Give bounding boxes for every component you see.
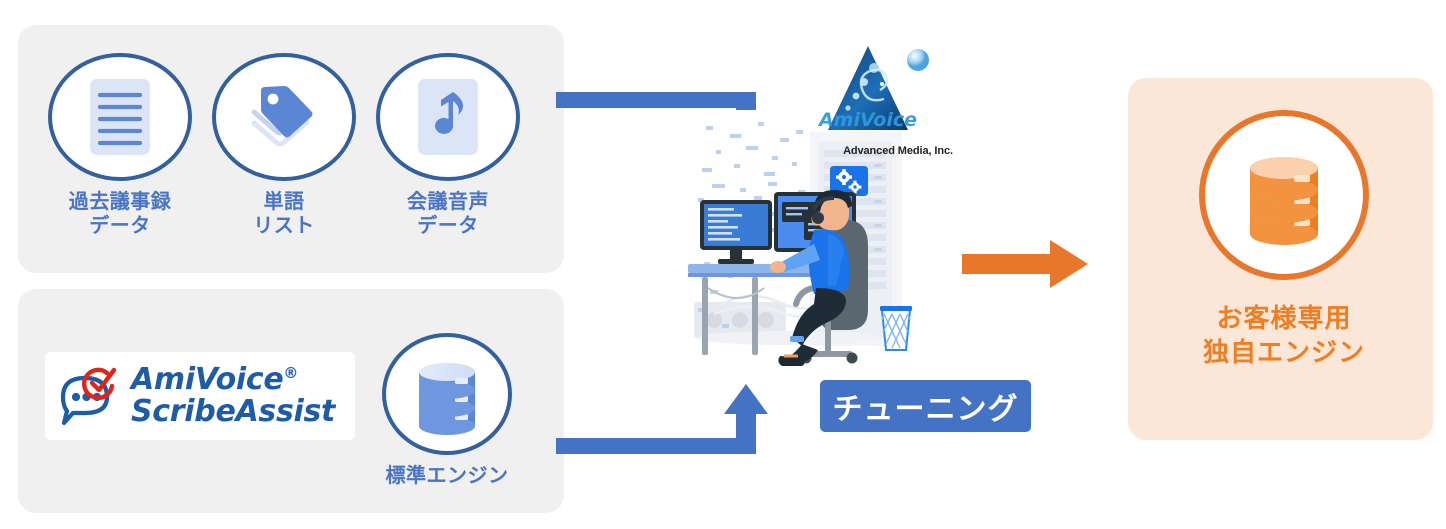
tuning-badge[interactable]: チューニング (820, 380, 1031, 432)
company-name-label: Advanced Media, Inc. (843, 145, 953, 157)
music-note-card-icon (418, 79, 478, 155)
input-tile-circle (376, 53, 520, 181)
arrow-tuning-to-output (962, 240, 1088, 288)
gear-speech-bubble (830, 166, 868, 208)
logo-line-2: ScribeAssist (131, 394, 336, 429)
input-tile-label: 過去議事録 データ (68, 191, 172, 237)
input-tile-circle (212, 53, 356, 181)
database-icon (419, 363, 475, 435)
input-tile-label: 会議音声 データ (407, 191, 489, 237)
speech-bubble-check-icon (60, 367, 117, 426)
input-tile-label: 単語 リスト (253, 191, 315, 237)
standard-engine-tile[interactable]: 標準エンジン (382, 333, 512, 489)
standard-engine-circle (382, 333, 512, 455)
svg-text:AmiVoice: AmiVoice (817, 109, 917, 131)
tag-stack-icon (251, 86, 313, 147)
logo-line-1: AmiVoice (131, 362, 284, 398)
input-tile-past-minutes[interactable]: 過去議事録 データ (48, 53, 192, 238)
input-tile-meeting-audio[interactable]: 会議音声 データ (376, 53, 520, 238)
amivoice-scribeassist-wordmark: AmiVoice® ScribeAssist (131, 364, 335, 428)
mesh-wastebasket (880, 306, 912, 351)
registered-mark: ® (283, 364, 299, 383)
arrow-engine-to-tuning (556, 384, 768, 454)
seated-developer (770, 190, 852, 366)
input-tile-circle (48, 53, 192, 181)
custom-engine-circle (1199, 110, 1369, 280)
amivoice-scribeassist-logo-card[interactable]: AmiVoice® ScribeAssist (45, 352, 355, 440)
standard-engine-label: 標準エンジン (385, 465, 509, 487)
database-icon-orange (1250, 157, 1318, 245)
input-tile-word-list[interactable]: 単語 リスト (212, 53, 356, 238)
amivoice-triangle-logo: AmiVoice (817, 46, 929, 131)
developer-at-desk-illustration: AmiVoice (682, 46, 929, 366)
custom-engine-label: お客様専用 独自エンジン (1202, 303, 1365, 367)
custom-engine-tile[interactable]: お客様専用 独自エンジン (1199, 110, 1369, 370)
tuning-badge-label: チューニング (832, 393, 1019, 426)
document-icon (90, 79, 150, 155)
